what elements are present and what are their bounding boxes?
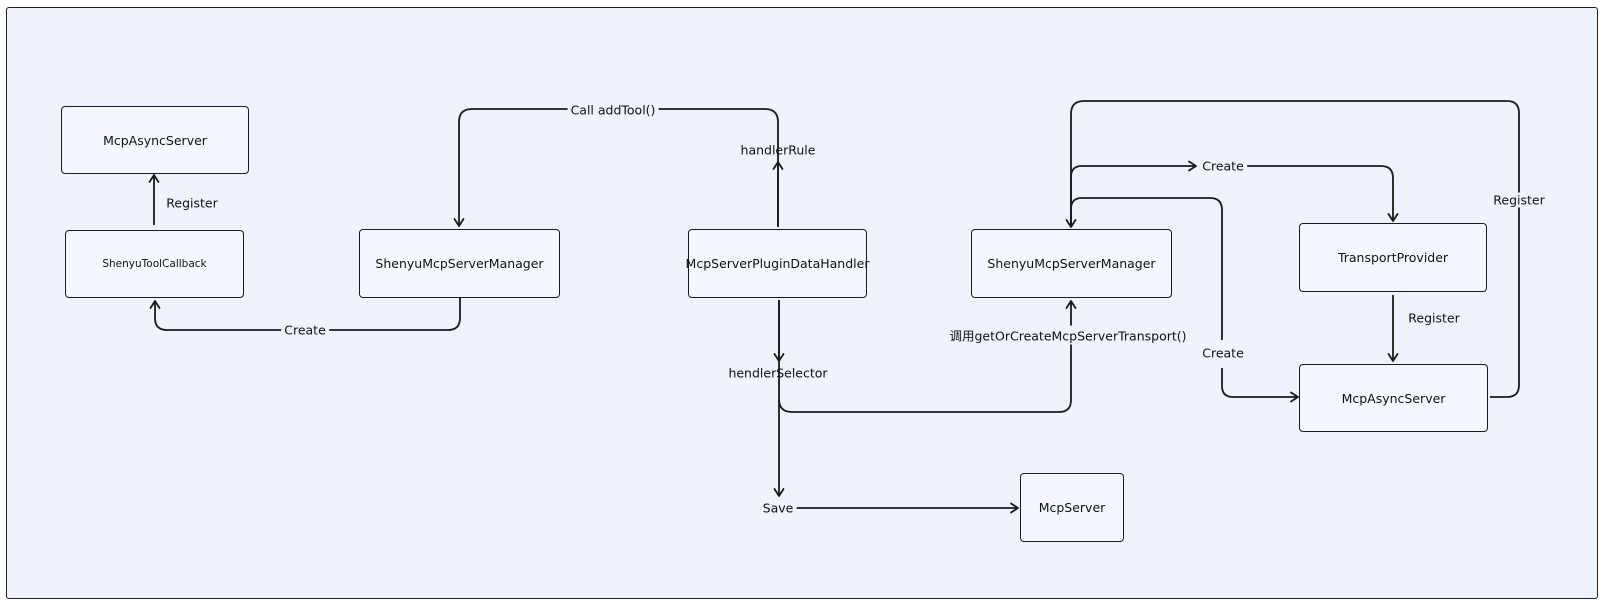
hendler-selector-label: hendlerSelector (728, 365, 828, 381)
handler-rule-label: handlerRule (740, 142, 816, 158)
register-right-label: Register (1490, 192, 1548, 208)
edge-get-or-create (778, 300, 1077, 413)
mcp-server-node: McpServer (1020, 473, 1124, 542)
create-top-label: Create (1199, 158, 1247, 174)
create-mid-label: Create (1199, 345, 1247, 361)
get-or-create-transport-label: 调用getOrCreateMcpServerTransport() (946, 325, 1190, 345)
mcp-server-plugin-data-handler-node: McpServerPluginDataHandler (686, 229, 869, 298)
shenyu-mcp-server-manager-left-node: ShenyuMcpServerManager (359, 229, 560, 298)
save-label: Save (759, 500, 797, 516)
edge-create-mid-2 (1221, 368, 1299, 403)
register-transport-label: Register (1408, 310, 1460, 326)
call-add-tool-label: Call addTool() (567, 102, 659, 118)
edge-create-top (1070, 160, 1197, 226)
register-left-label: Register (166, 195, 218, 211)
diagram-canvas (6, 7, 1598, 599)
create-left-label: Create (281, 322, 329, 338)
edge-create-top-2 (1236, 165, 1399, 222)
shenyu-tool-callback-node: ShenyuToolCallback (65, 230, 244, 298)
shenyu-mcp-server-manager-right-node: ShenyuMcpServerManager (971, 229, 1172, 298)
mcp-async-server-right-node: McpAsyncServer (1299, 364, 1488, 432)
transport-provider-node: TransportProvider (1299, 223, 1487, 292)
mcp-async-server-left-node: McpAsyncServer (61, 106, 249, 174)
edge-register-right (1065, 100, 1520, 398)
edge-call-add-tool (453, 108, 779, 227)
